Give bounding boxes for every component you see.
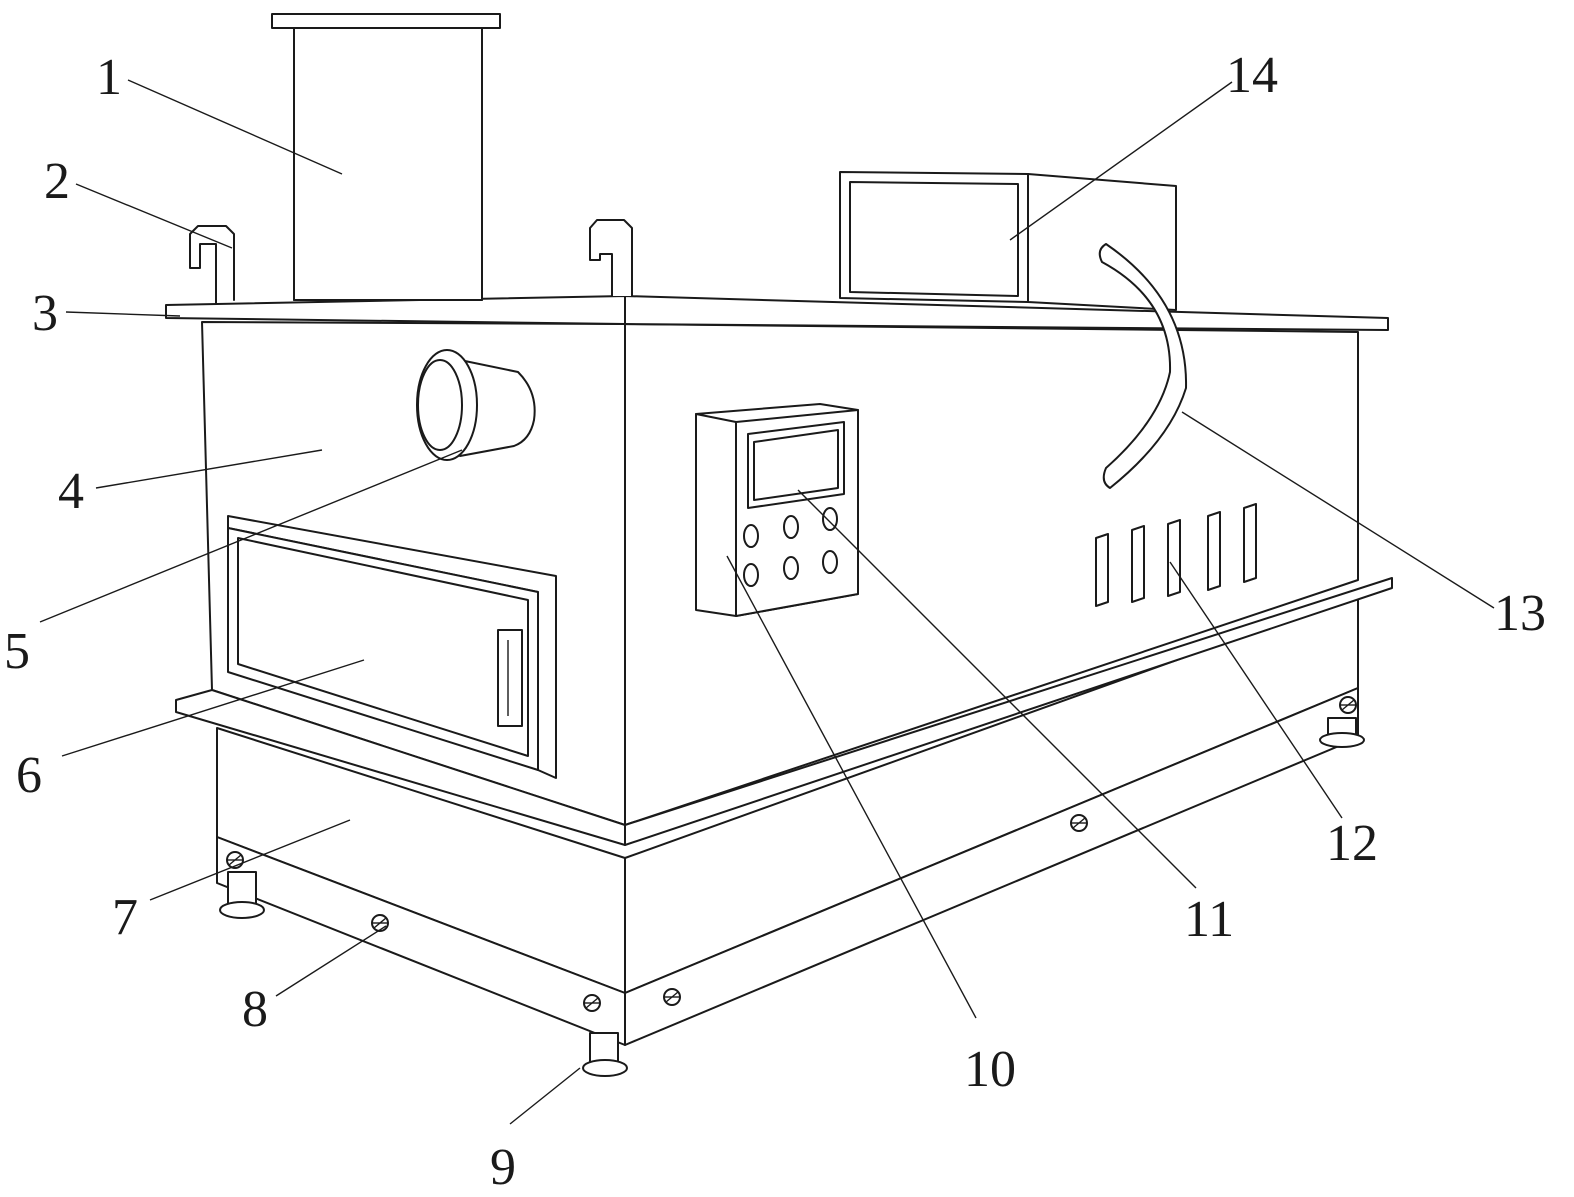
- label-6: 6: [16, 747, 42, 804]
- label-10: 10: [964, 1041, 1016, 1098]
- handle: [1098, 243, 1188, 489]
- part-labels: 1 2 3 4 5 6 7 8 9 10 11 12 13 14: [4, 47, 1546, 1196]
- inlet-port: [416, 349, 536, 461]
- label-11: 11: [1184, 891, 1234, 948]
- label-9: 9: [490, 1139, 516, 1196]
- label-13: 13: [1494, 585, 1546, 642]
- access-door: [227, 515, 557, 779]
- vent-slots: [1095, 503, 1257, 607]
- label-3: 3: [32, 285, 58, 342]
- label-7: 7: [112, 889, 138, 946]
- label-5: 5: [4, 623, 30, 680]
- bolts: [226, 696, 1357, 1012]
- label-14: 14: [1226, 47, 1278, 104]
- mid-ledge: [175, 577, 1393, 846]
- label-12: 12: [1326, 815, 1378, 872]
- label-1: 1: [96, 49, 122, 106]
- control-panel: [695, 403, 859, 617]
- top-display-box: [839, 171, 1177, 311]
- leader-lines: [39, 79, 1495, 1125]
- label-8: 8: [242, 981, 268, 1038]
- label-2: 2: [44, 153, 70, 210]
- lifting-hooks: [189, 219, 633, 304]
- exhaust-pipe: [271, 13, 501, 301]
- support-feet: [219, 717, 1365, 1077]
- label-4: 4: [58, 463, 84, 520]
